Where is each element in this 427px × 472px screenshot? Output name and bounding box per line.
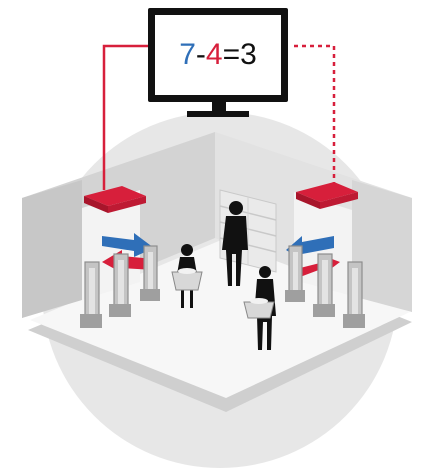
- equals-sign: =: [223, 38, 241, 71]
- exits-count: 4: [206, 38, 223, 71]
- minus-sign: -: [196, 38, 206, 71]
- equation-display: 7-4=3: [179, 38, 257, 71]
- left-wall-front: [22, 180, 82, 318]
- occupancy-count: 3: [240, 38, 257, 71]
- entries-count: 7: [179, 38, 196, 71]
